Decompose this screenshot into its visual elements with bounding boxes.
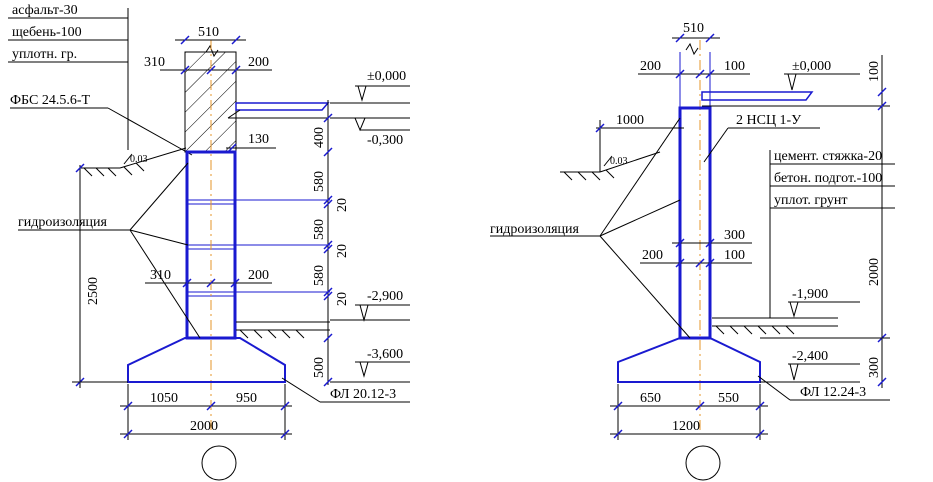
right-dim-200-mid: 200 [642,248,663,263]
right-dim-100-v: 100 [867,61,882,82]
left-dim-580-c: 580 [312,265,327,286]
left-layer-3: уплотн. гр. [12,47,77,62]
right-layer-3: уплот. грунт [774,193,848,208]
right-dim-550: 550 [718,391,739,406]
right-dim-650: 650 [640,391,661,406]
left-levels: ±0,000 -0,300 -2,900 -3,600 [330,69,410,383]
right-detail: 0.03 510 200 100 1000 2 НСЦ 1-У цемент. [490,21,895,481]
left-layer-1: асфальт-30 [12,3,78,18]
left-waterproofing: гидроизоляция [18,215,108,230]
right-floor-slab [701,91,814,101]
left-level-0: ±0,000 [367,69,406,84]
left-dim-200-top: 200 [248,55,269,70]
right-dim-300-v: 300 [867,357,882,378]
left-level-2: -2,900 [367,289,403,304]
left-layer-2: щебень-100 [12,25,82,40]
left-dim-310-mid: 310 [150,268,171,283]
right-dim-100-top: 100 [724,59,745,74]
left-dim-2500: 2500 [86,277,101,305]
left-dim-580-b: 580 [312,219,327,240]
left-axis-marker [201,445,237,481]
right-axis-marker [685,445,721,481]
left-dim-20-c: 20 [335,292,350,306]
right-ground: 0.03 [560,151,661,181]
right-nsc-column [678,106,712,340]
right-dim-1000: 1000 [616,113,644,128]
left-level-1: -0,300 [367,133,403,148]
right-layer-1: цемент. стяжка-20 [774,149,882,164]
right-footing-label: ФЛ 12.24-3 [800,385,866,400]
left-dim-400: 400 [312,127,327,148]
left-dim-310-top: 310 [144,55,165,70]
left-dim-1050: 1050 [150,391,178,406]
right-dim-510: 510 [683,21,704,36]
right-slope: 0.03 [610,156,628,167]
left-ground: 0.03 [80,147,187,177]
right-block-label: 2 НСЦ 1-У [736,113,801,128]
right-level-0: ±0,000 [792,59,831,74]
left-floor-slab [235,102,330,111]
left-dim-20-b: 20 [335,244,350,258]
left-layers-callout: асфальт-30 щебень-100 уплотн. гр. [8,3,129,150]
left-dim-20-a: 20 [335,198,350,212]
right-waterproofing: гидроизоляция [490,222,580,237]
right-levels: ±0,000 -1,900 -2,400 [760,59,860,383]
left-dim-510: 510 [198,25,219,40]
right-dim-300: 300 [724,228,745,243]
right-level-2: -2,400 [792,349,828,364]
right-dim-100-mid: 100 [724,248,745,263]
right-layers-callout: цемент. стяжка-20 бетон. подгот.-100 упл… [769,149,895,318]
left-footing-label: ФЛ 20.12-3 [330,387,396,402]
right-dim-1200: 1200 [672,419,700,434]
left-level-3: -3,600 [367,347,403,362]
right-footing [617,337,761,383]
right-layer-2: бетон. подгот.-100 [774,171,882,186]
left-dim-2000: 2000 [190,419,218,434]
left-dim-200-mid: 200 [248,268,269,283]
right-level-1: -1,900 [792,287,828,302]
left-dim-500: 500 [312,357,327,378]
left-block-label: ФБС 24.5.6-Т [10,93,91,108]
right-dim-200-top: 200 [640,59,661,74]
left-dim-130: 130 [248,132,269,147]
left-detail: асфальт-30 щебень-100 уплотн. гр. ФБС 24… [8,3,410,481]
right-dim-2000-v: 2000 [867,258,882,286]
left-dim-950: 950 [236,391,257,406]
left-dim-580-a: 580 [312,171,327,192]
left-footing [127,337,286,383]
left-slope: 0.03 [130,154,148,165]
